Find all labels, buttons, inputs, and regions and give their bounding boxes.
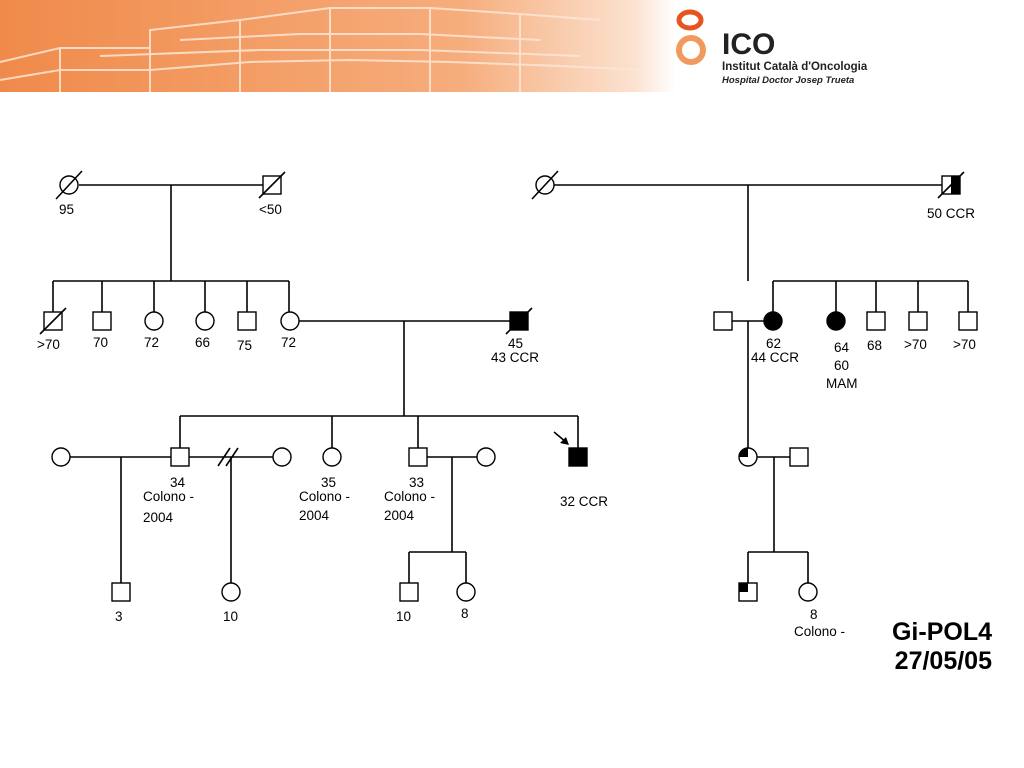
study-identifier: Gi-POL4 27/05/05 [862,618,992,676]
label-maternal-aunt-2-dx2: MAM [826,376,858,391]
maternal-cousin-partial-affected [738,447,758,467]
maternal-uncle-3 [958,311,978,331]
label-father-age: 45 [508,336,523,351]
maternal-aunt-1-affected [763,311,783,331]
son-2 [408,447,428,467]
paternal-aunt-1 [144,311,164,331]
maternal-grandmother [531,170,559,200]
header-banner: ICO Institut Català d'Oncologia Hospital… [0,0,1024,92]
label-maternal-aunt-2-dx1: 60 [834,358,849,373]
label-son-2-test: Colono - [384,489,435,504]
label-paternal-uncle-1: >70 [37,337,60,352]
label-maternal-grandfather: 50 CCR [927,206,975,221]
paternal-uncle-3 [237,311,257,331]
label-son-2-age: 33 [409,475,424,490]
grandchild-2 [221,582,241,602]
cousin-child-2 [798,582,818,602]
label-paternal-grandmother: 95 [59,202,74,217]
label-son-2-year: 2004 [384,508,415,523]
ico-logo: ICO Institut Català d'Oncologia Hospital… [676,9,868,86]
label-maternal-aunt-2-age: 64 [834,340,850,355]
label-grandchild-3: 10 [396,609,411,624]
maternal-aunt-2-affected [826,311,846,331]
label-paternal-aunt-2: 66 [195,335,210,350]
label-paternal-uncle-3: 75 [237,338,252,353]
paternal-uncle-2 [92,311,112,331]
label-father-dx: 43 CCR [491,350,539,365]
proband-arrowhead [560,437,569,445]
maternal-grandfather-affected [937,171,965,199]
daughter [322,447,342,467]
label-paternal-uncle-2: 70 [93,335,108,350]
son-1-partner-2 [272,447,292,467]
label-grandchild-4: 8 [461,606,469,621]
paternal-grandmother [55,170,83,200]
label-grandchild-2: 10 [223,609,238,624]
label-son-1-test: Colono - [143,489,194,504]
son-2-partner [476,447,496,467]
label-cousin-child-2-age: 8 [810,607,818,622]
label-proband-dx: 32 CCR [560,494,608,509]
logo-wordmark: ICO [722,28,775,61]
son-1 [170,447,190,467]
logo-mark-top [676,9,704,31]
maternal-uncle-1 [866,311,886,331]
paternal-grandfather [258,171,286,199]
label-grandchild-1: 3 [115,609,123,624]
label-maternal-uncle-1: 68 [867,338,882,353]
paternal-uncle-1 [39,307,67,335]
label-mother: 72 [281,335,296,350]
maternal-aunt-spouse [713,311,733,331]
building-illustration [0,7,641,92]
divorce-mark-2 [225,447,239,467]
study-date: 27/05/05 [894,647,992,675]
paternal-aunt-2 [195,311,215,331]
label-maternal-aunt-1-age: 62 [766,336,781,351]
label-maternal-aunt-1-dx: 44 CCR [751,350,799,365]
mother [280,311,300,331]
label-daughter-age: 35 [321,475,336,490]
grandchild-3 [399,582,419,602]
maternal-uncle-2 [908,311,928,331]
maternal-cousin-spouse [789,447,809,467]
grandchild-1 [111,582,131,602]
father-affected [505,307,533,335]
label-daughter-test: Colono - [299,489,350,504]
label-son-1-age: 34 [170,475,186,490]
grandchild-4 [456,582,476,602]
label-paternal-aunt-1: 72 [144,335,159,350]
cousin-child-1-partial-affected [738,582,758,602]
label-daughter-year: 2004 [299,508,330,523]
banner-background [0,0,1024,92]
divorce-mark [217,447,231,467]
label-maternal-uncle-2: >70 [904,337,927,352]
label-paternal-grandfather: <50 [259,202,282,217]
logo-mark-bottom [676,35,706,65]
son-1-partner-1 [51,447,71,467]
logo-hospital: Hospital Doctor Josep Trueta [722,75,854,86]
study-code: Gi-POL4 [891,618,992,646]
label-maternal-uncle-3: >70 [953,337,976,352]
label-cousin-child-2-test: Colono - [794,624,845,639]
logo-institution: Institut Català d'Oncologia [722,61,868,73]
label-son-1-year: 2004 [143,510,174,525]
proband-affected [568,447,588,467]
